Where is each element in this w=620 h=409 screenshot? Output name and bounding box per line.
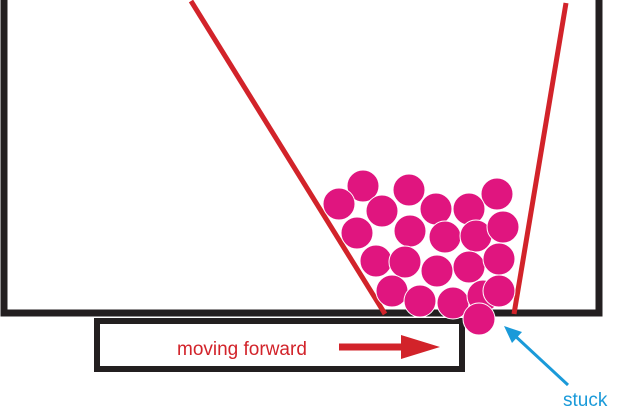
moving-forward-label: moving forward <box>177 339 307 360</box>
container-frame <box>0 0 603 317</box>
ball <box>375 274 409 308</box>
ball <box>392 173 426 207</box>
funnel-wall-left <box>188 0 388 316</box>
ball <box>388 245 422 279</box>
stuck-pointer-arrow-icon <box>504 326 570 387</box>
ball <box>365 194 399 228</box>
ball <box>359 244 393 278</box>
forward-arrow-icon <box>339 335 440 359</box>
ball-pile <box>322 169 520 336</box>
ball <box>420 254 454 288</box>
ball <box>403 284 437 318</box>
ball <box>486 210 520 244</box>
ball <box>482 274 516 308</box>
ball <box>482 242 516 276</box>
ball <box>322 187 356 221</box>
ball <box>340 216 374 250</box>
funnel-wall-right <box>511 2 569 315</box>
ball <box>393 214 427 248</box>
ball <box>480 177 514 211</box>
stuck-ball <box>462 302 496 336</box>
ball <box>419 192 453 226</box>
stuck-label: stuck <box>563 390 608 409</box>
ball <box>346 169 380 203</box>
ball <box>452 250 486 284</box>
sliding-tray <box>94 318 465 372</box>
ball <box>428 220 462 254</box>
